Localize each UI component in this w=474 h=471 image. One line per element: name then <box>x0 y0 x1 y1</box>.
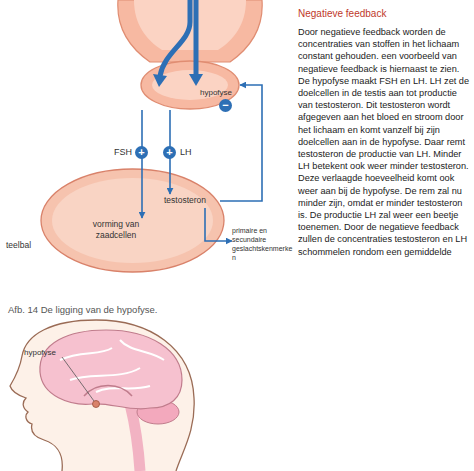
hypofyse-dot <box>93 401 100 408</box>
testis-outline <box>41 169 224 272</box>
testis-node: teelbaltestosteronvorming van zaadcellen <box>40 168 225 273</box>
body-text: Door negatieve feedback worden de concen… <box>298 26 470 258</box>
hypothalamus-shape <box>118 0 262 62</box>
hormone-connector <box>205 208 232 241</box>
organ-label: hypofyse <box>200 88 232 97</box>
hormone-box: testosteron <box>150 194 220 208</box>
inhibition-sign: − <box>219 99 232 112</box>
head-outline <box>10 320 194 471</box>
edge-label: FSH <box>102 147 132 157</box>
corpus-callosum <box>84 386 132 397</box>
stimulation-sign: + <box>135 146 148 159</box>
hormone-connector <box>220 85 262 201</box>
stimulation-sign: + <box>163 146 176 159</box>
figure-caption: Afb. 14 De ligging van de hypofyse. <box>8 304 268 315</box>
hormone-label: testosteron <box>150 195 220 206</box>
part-label: hypofyse <box>24 348 56 357</box>
hormone-connector <box>169 110 171 194</box>
effect-box: primaire en secundaire geslachtskenmerke… <box>232 226 296 256</box>
hormone-connector <box>141 110 143 218</box>
head-illustration <box>10 320 194 471</box>
inner-tissue <box>52 178 213 263</box>
organ-label: teelbal <box>6 240 31 250</box>
process-label: vorming van zaadcellen <box>80 219 152 241</box>
hypothalamus-inner <box>134 0 246 50</box>
page-title: Negatieve feedback <box>298 8 470 19</box>
leader-line <box>62 357 94 401</box>
brain-folds <box>60 340 164 392</box>
process-box: vorming van zaadcellen <box>80 218 152 244</box>
brain <box>40 330 182 409</box>
effect-label: primaire en secundaire geslachtskenmerke… <box>232 226 296 262</box>
edge-label: LH <box>180 147 192 157</box>
